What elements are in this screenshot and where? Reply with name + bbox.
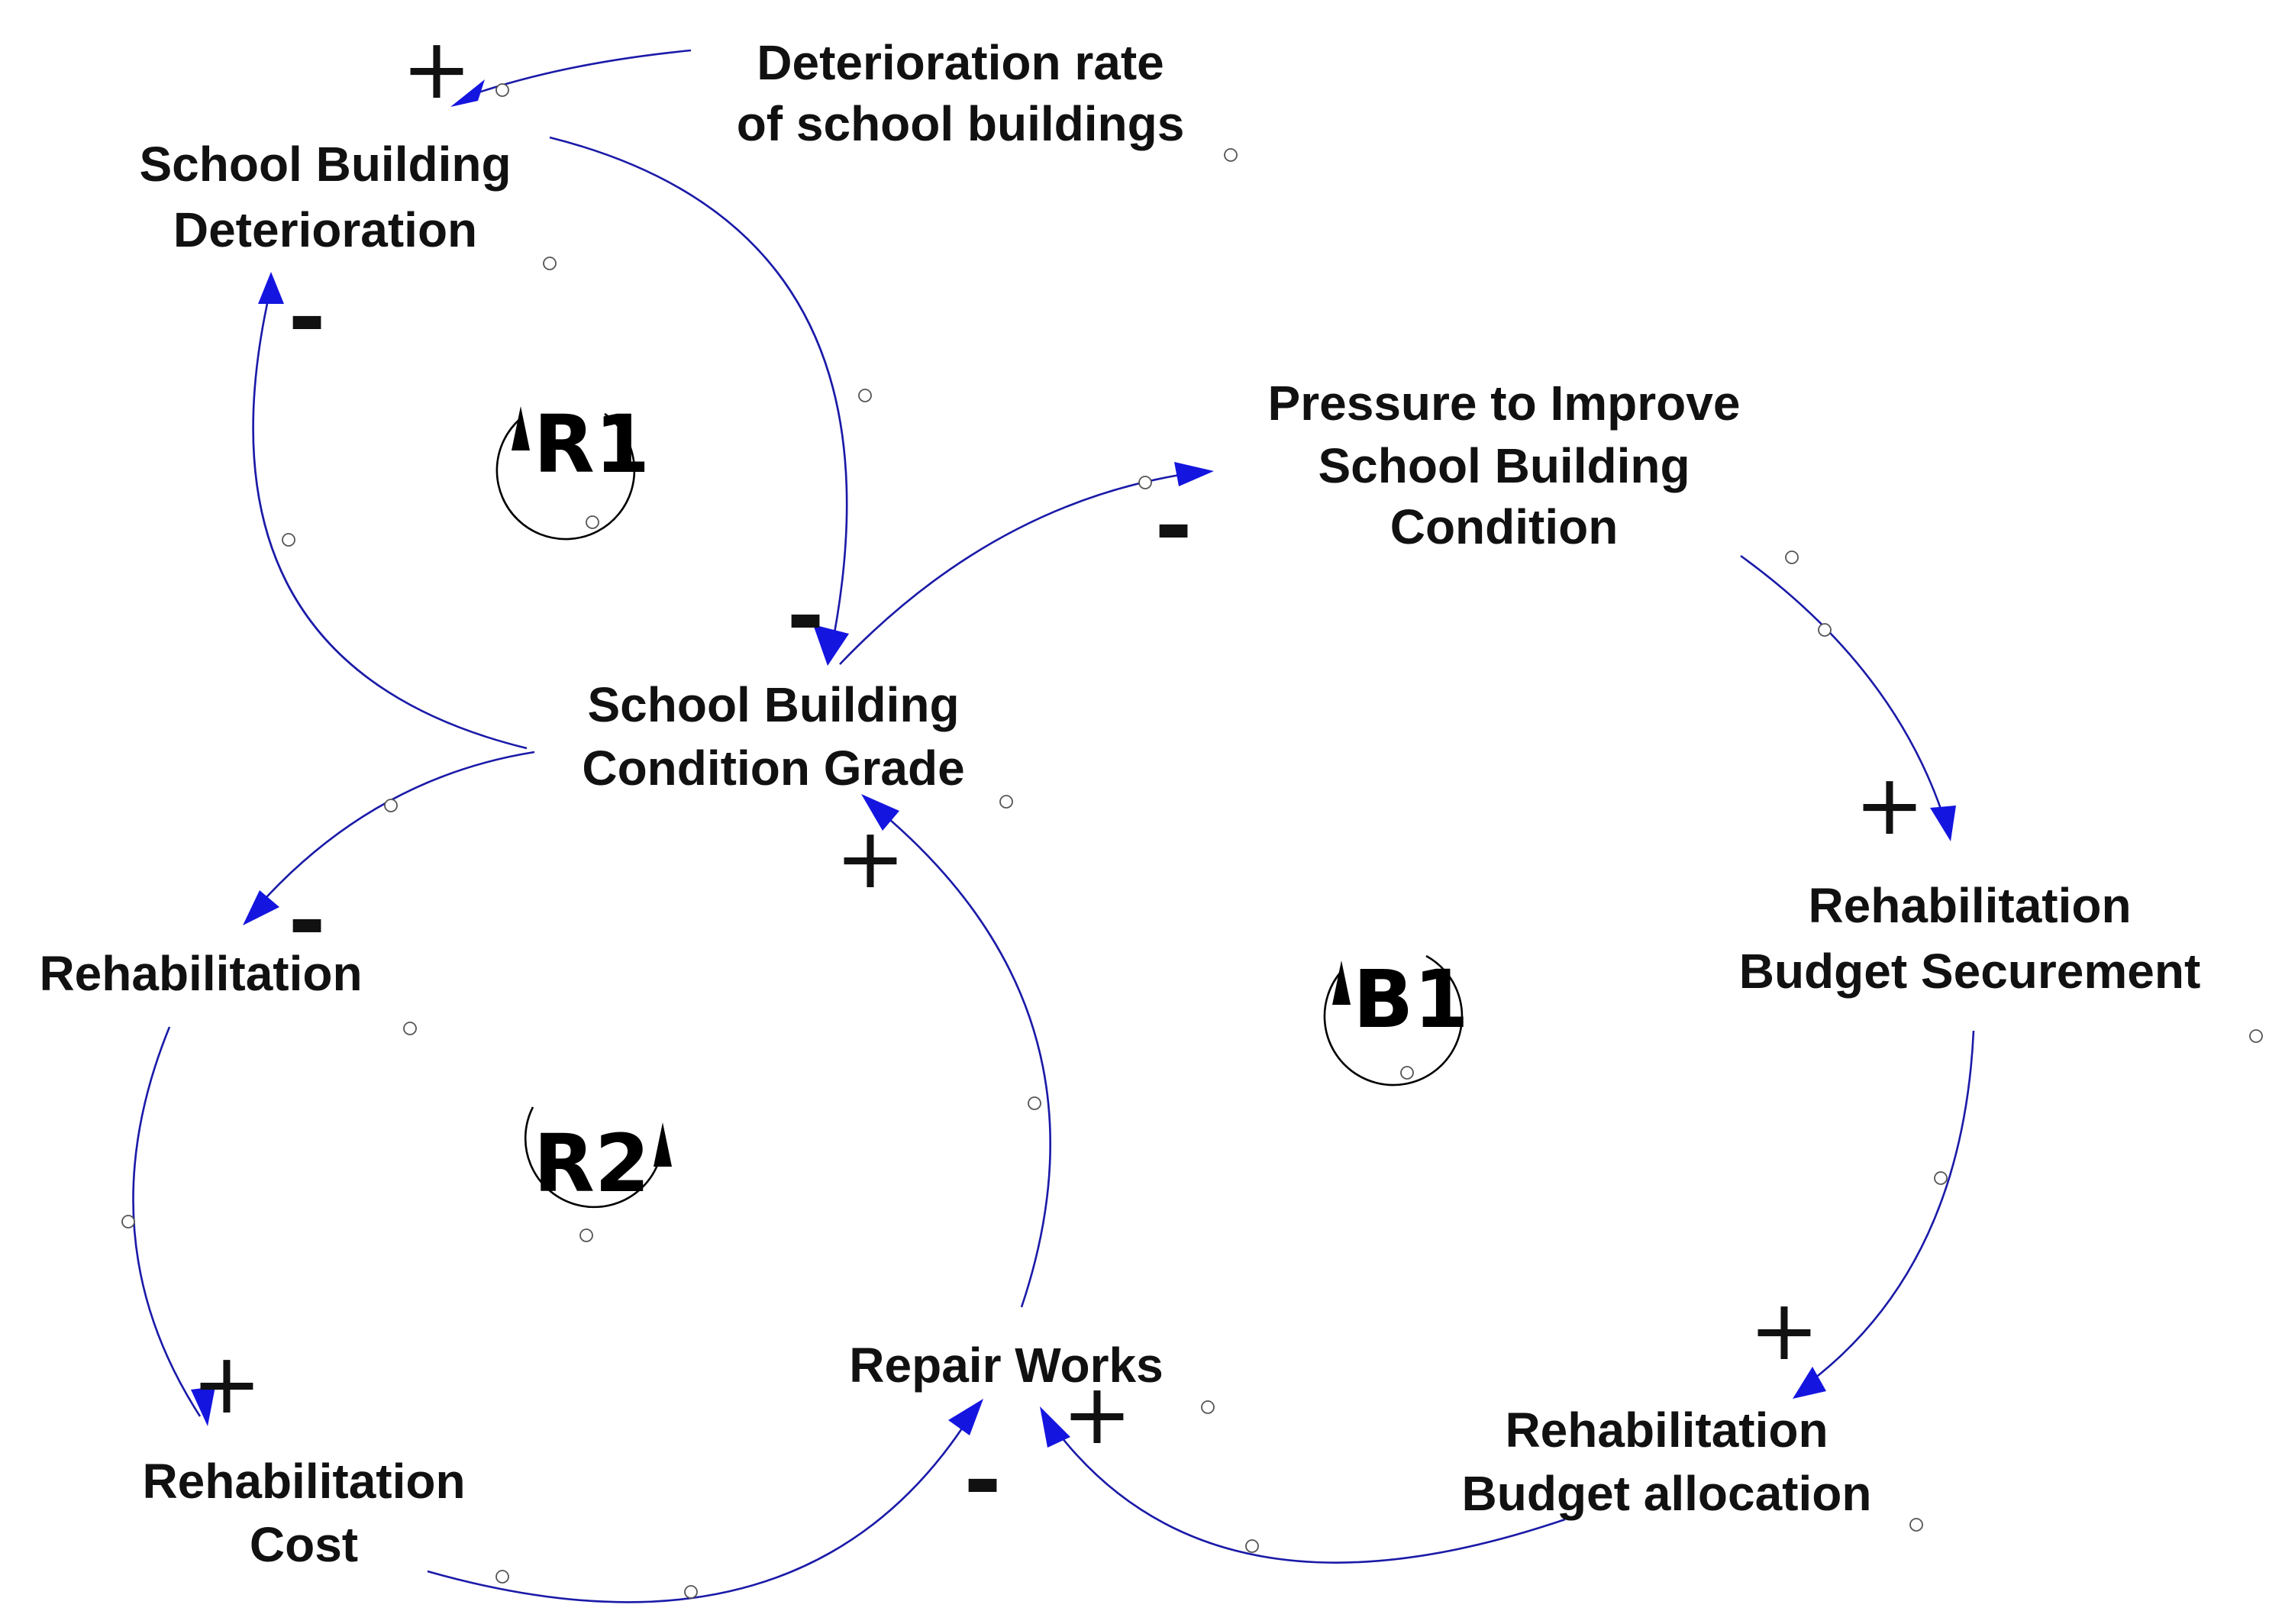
handle[interactable] xyxy=(1818,623,1832,637)
link-handles xyxy=(121,83,1948,1599)
link-condition-grade-to-deterioration xyxy=(252,286,528,750)
link-repair-works-to-condition-grade xyxy=(870,802,1051,1308)
link-cost-to-repair-works xyxy=(427,1406,977,1603)
anchor[interactable] xyxy=(999,795,1013,809)
arrowheads xyxy=(191,79,1956,1448)
polarity-minus: - xyxy=(963,1428,1002,1534)
polarity-minus: - xyxy=(288,265,326,371)
node-deterioration-rate: Deterioration rate of school buildings xyxy=(737,35,1185,151)
polarity-plus: + xyxy=(192,1335,262,1432)
link-condition-grade-to-rehabilitation xyxy=(247,751,535,919)
variable-anchors xyxy=(403,148,2263,1584)
link-allocation-to-repair-works xyxy=(1046,1418,1566,1564)
handle[interactable] xyxy=(1934,1171,1948,1185)
anchor[interactable] xyxy=(403,1022,417,1035)
handle[interactable] xyxy=(1138,476,1152,489)
polarity-signs: + - - - + + + + - + - xyxy=(192,20,1925,1534)
arrowhead-into-repair-works-from-allocation xyxy=(1040,1406,1070,1448)
node-label: Pressure to Improve xyxy=(1268,376,1741,431)
handle[interactable] xyxy=(121,1215,135,1228)
arrowhead-into-cost xyxy=(191,1387,215,1426)
node-label: Deterioration rate xyxy=(757,35,1164,90)
node-label: Rehabilitation xyxy=(142,1454,465,1509)
anchor[interactable] xyxy=(1785,550,1799,564)
arrowhead-into-rehabilitation xyxy=(243,890,279,925)
link-deterioration-to-condition-grade xyxy=(549,136,848,654)
anchor[interactable] xyxy=(543,257,557,270)
loop-b1: B1 xyxy=(1323,953,1469,1086)
polarity-minus: - xyxy=(288,868,326,974)
node-rehabilitation: Rehabilitation xyxy=(39,946,362,1001)
arrowhead-into-budget-securement xyxy=(1930,806,1956,841)
handle[interactable] xyxy=(282,533,295,547)
handle[interactable] xyxy=(1245,1539,1259,1553)
loop-r1-label: R1 xyxy=(534,398,650,491)
node-label: Condition Grade xyxy=(582,741,964,796)
anchor[interactable] xyxy=(1201,1400,1215,1414)
handle[interactable] xyxy=(495,83,509,97)
node-label: of school buildings xyxy=(737,96,1185,151)
polarity-minus: - xyxy=(786,563,825,670)
loop-r2: R2 xyxy=(524,1106,672,1242)
link-rehabilitation-to-cost xyxy=(132,1026,202,1417)
link-deterioration-rate-to-deterioration xyxy=(469,49,692,97)
anchor[interactable] xyxy=(2249,1029,2263,1043)
node-label: School Building xyxy=(587,677,959,732)
loop-r2-label: R2 xyxy=(534,1117,650,1210)
node-school-building-deterioration: School Building Deterioration xyxy=(139,137,511,257)
arrowhead-into-condition-grade-from-top xyxy=(813,625,849,666)
node-condition-grade: School Building Condition Grade xyxy=(582,677,964,796)
loop-b1-label: B1 xyxy=(1353,953,1469,1046)
handle[interactable] xyxy=(1028,1096,1041,1110)
handle[interactable] xyxy=(684,1585,698,1599)
polarity-plus: + xyxy=(1062,1365,1132,1463)
arrowhead-into-repair-works-from-cost xyxy=(948,1399,983,1435)
arrowhead-into-deterioration-from-below xyxy=(258,272,284,304)
node-budget-allocation: Rehabilitation Budget allocation xyxy=(1462,1403,1872,1521)
anchor[interactable] xyxy=(1224,148,1238,162)
anchor[interactable] xyxy=(1909,1518,1923,1532)
node-label: Budget allocation xyxy=(1462,1466,1872,1521)
link-pressure-to-budget-securement xyxy=(1740,554,1950,833)
link-budget-securement-to-allocation xyxy=(1801,1030,1975,1390)
anchor[interactable] xyxy=(495,1570,509,1584)
node-rehabilitation-cost: Rehabilitation Cost xyxy=(142,1454,465,1572)
node-label: Repair Works xyxy=(849,1338,1163,1393)
node-label: School Building xyxy=(139,137,511,192)
node-label: School Building xyxy=(1318,438,1690,493)
polarity-plus: + xyxy=(835,809,905,907)
node-label: Rehabilitation xyxy=(39,946,362,1001)
node-label: Budget Securement xyxy=(1739,944,2201,999)
link-condition-grade-to-pressure xyxy=(839,470,1207,665)
node-budget-securement: Rehabilitation Budget Securement xyxy=(1739,878,2201,999)
polarity-plus: + xyxy=(1749,1281,1819,1379)
handle[interactable] xyxy=(384,799,398,812)
node-repair-works: Repair Works xyxy=(849,1338,1163,1393)
node-label: Rehabilitation xyxy=(1505,1403,1828,1458)
node-label: Condition xyxy=(1390,499,1619,554)
arrowhead-into-pressure xyxy=(1174,462,1214,486)
loop-r1: R1 xyxy=(495,398,650,541)
arrowhead-into-deterioration xyxy=(450,79,485,107)
polarity-minus: - xyxy=(1154,473,1193,580)
node-label: Deterioration xyxy=(173,202,477,257)
polarity-plus: + xyxy=(1854,756,1925,854)
arrowhead-into-condition-grade-from-repair xyxy=(861,794,899,831)
arrowhead-into-budget-allocation xyxy=(1793,1367,1826,1399)
handle[interactable] xyxy=(858,389,872,402)
node-pressure-to-improve: Pressure to Improve School Building Cond… xyxy=(1268,376,1741,554)
node-label: Rehabilitation xyxy=(1808,878,2131,933)
links xyxy=(132,49,1975,1603)
node-label: Cost xyxy=(250,1517,358,1572)
polarity-plus: + xyxy=(402,20,472,118)
